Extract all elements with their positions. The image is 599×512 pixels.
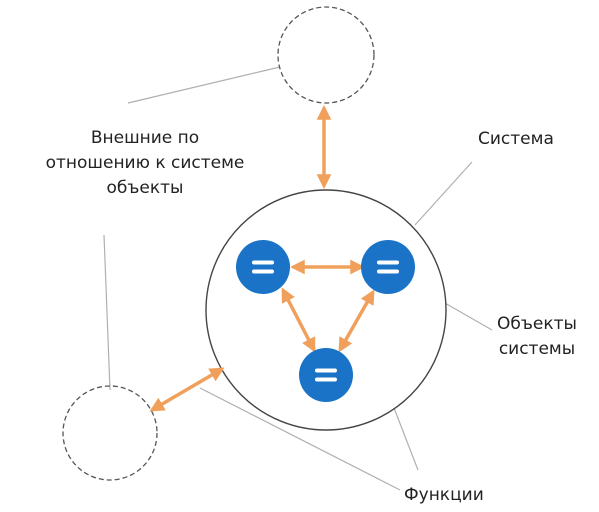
equals-icon [315,368,337,382]
leader-line-function-outer [199,387,401,491]
system-objects-label: Объекты системы [497,314,577,359]
system-object-bottom [299,348,353,402]
leader-line-external-top [127,66,281,104]
external-objects-label: Внешние по отношению к системе объекты [45,128,245,198]
external-object-bottom [62,385,158,481]
external-object-top [277,6,375,104]
equals-icon [252,260,274,274]
leader-line-system [414,161,473,226]
system-label: Система [478,129,554,149]
arrow-object-left-to-object-bottom [281,287,316,353]
functions-label: Функции [404,485,484,505]
equals-icon [377,260,399,274]
arrow-object-right-to-object-bottom [338,289,375,353]
arrow-system-to-external-bottom [149,367,225,412]
system-object-left [236,240,290,294]
leader-line-external-bottom [103,234,111,391]
system-object-right [361,240,415,294]
